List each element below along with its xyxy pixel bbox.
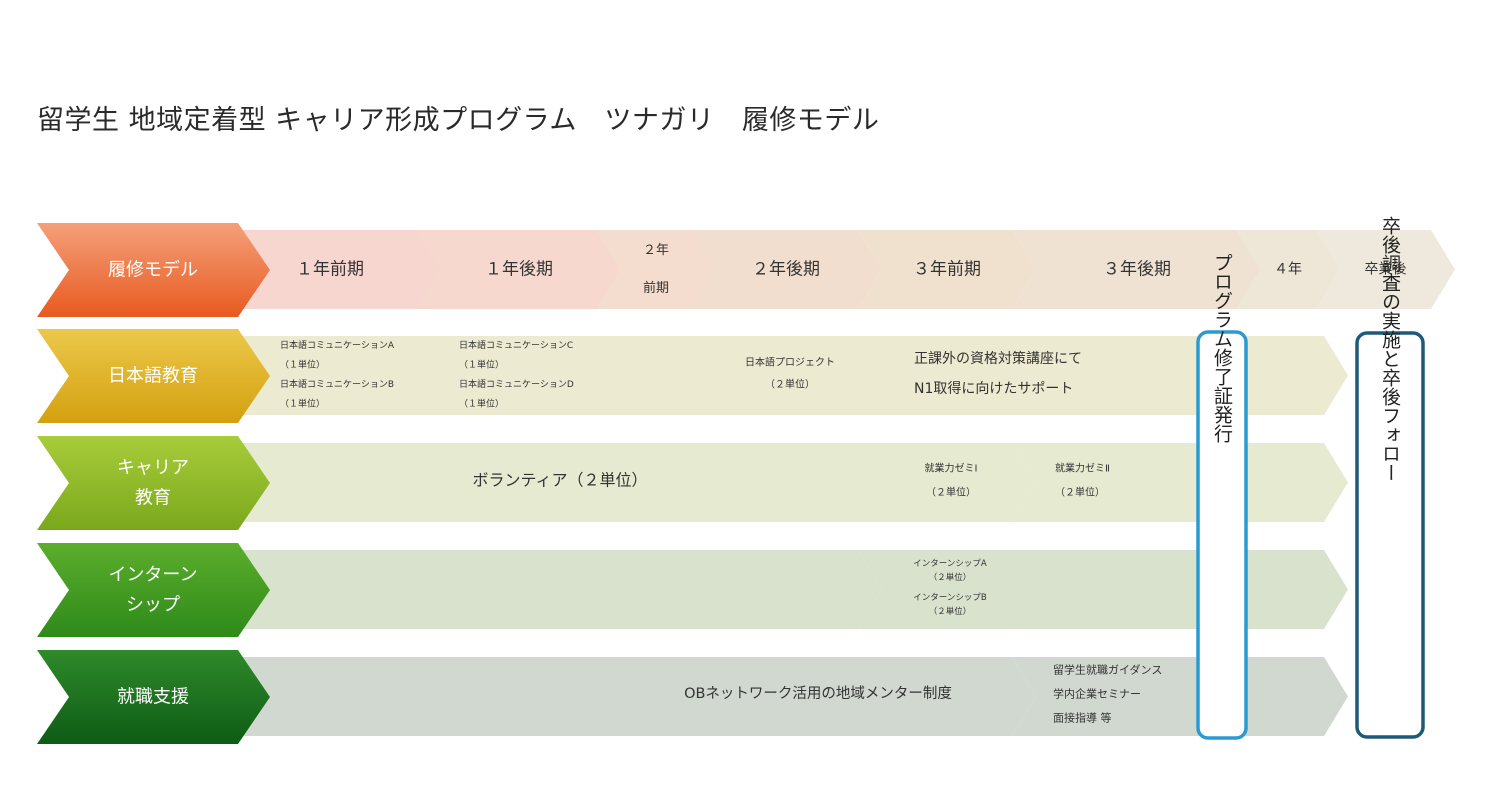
- period-label-line: １年後期: [485, 260, 553, 280]
- band-arrow: [1012, 657, 1348, 736]
- period-arrow: [1316, 230, 1455, 309]
- intern-3a-cell-line: インターンシップB: [913, 593, 987, 603]
- page-title: 留学生 地域定着型 キャリア形成プログラム ツナガリ 履修モデル: [37, 105, 880, 136]
- intern-3a-cell-line: インターンシップA: [913, 559, 987, 569]
- japanese-2b-cell-line: 日本語プロジェクト: [745, 356, 835, 369]
- band-arrow: [596, 657, 1036, 736]
- band-arrow: [858, 336, 1348, 415]
- career-3b-cell-line: （２単位）: [1055, 486, 1105, 499]
- career-volunteer-cell-line: ボランティア（２単位）: [472, 471, 647, 490]
- header-internship: [37, 543, 270, 637]
- band-arrow: [238, 443, 886, 522]
- row-bands: [238, 230, 1455, 736]
- job-3b-cell-line: 留学生就職ガイダンス: [1053, 663, 1162, 677]
- band-arrow: [238, 336, 442, 415]
- career-3a-cell-line: （２単位）: [926, 486, 976, 499]
- period-arrow: [1012, 230, 1262, 309]
- band-arrow: [1250, 550, 1348, 629]
- career-3b-cell-line: 就業力ゼミⅡ: [1055, 462, 1110, 475]
- band-arrow: [416, 657, 622, 736]
- japanese-1a-cell-line: （１単位）: [280, 358, 325, 370]
- career-3a-cell-line: 就業力ゼミⅠ: [925, 462, 978, 475]
- period-label-line: ２年後期: [752, 260, 820, 280]
- band-arrow: [596, 550, 716, 629]
- japanese-1b-cell-line: 日本語コミュニケーションC: [459, 339, 573, 351]
- period-label-line: 前期: [643, 280, 669, 296]
- period-label-line: ３年前期: [913, 260, 981, 280]
- header-japanese-education: [37, 329, 270, 423]
- japanese-3-cell-line: N1取得に向けたサポート: [914, 380, 1073, 397]
- followup-box: [1355, 331, 1425, 739]
- header-career-education-label-line: 教育: [135, 488, 171, 509]
- period-label-line: ２年: [643, 243, 669, 258]
- band-arrow: [416, 550, 622, 629]
- certificate-box: [1196, 330, 1248, 740]
- header-career-education: [37, 436, 270, 530]
- band-arrow: [1250, 443, 1348, 522]
- header-curriculum-model: [37, 223, 270, 317]
- certificate-box-text: プログラム修了証発行: [1211, 253, 1233, 443]
- period-label-line: １年前期: [296, 260, 364, 280]
- followup-box-text: 卒後調査の実施と卒後フォロー: [1379, 216, 1401, 482]
- band-arrow: [858, 550, 1036, 629]
- header-job-support-label-line: 就職支援: [117, 687, 189, 708]
- period-label-line: ３年後期: [1103, 260, 1171, 280]
- band-arrow: [596, 336, 716, 415]
- intern-3a-cell-line: （２単位）: [929, 606, 972, 617]
- band-arrow: [690, 550, 882, 629]
- job-3b-cell-line: 面接指導 等: [1053, 711, 1112, 725]
- job-3b-cell-line: 学内企業セミナー: [1053, 687, 1141, 701]
- japanese-1a-cell-line: 日本語コミュニケーションB: [280, 378, 394, 390]
- period-arrow: [1236, 230, 1340, 309]
- header-japanese-education-label-line: 日本語教育: [108, 366, 198, 387]
- header-job-support: [37, 650, 270, 744]
- header-career-education-label-line: キャリア: [117, 458, 189, 479]
- japanese-3-cell-line: 正課外の資格対策講座にて: [914, 350, 1082, 367]
- band-arrow: [858, 443, 1036, 522]
- band-arrow: [238, 550, 442, 629]
- vertical-boxes: プログラム修了証発行 卒後調査の実施と卒後フォロー: [1196, 216, 1425, 740]
- header-internship-label-line: インターン: [108, 565, 197, 586]
- japanese-1a-cell-line: （１単位）: [280, 397, 325, 409]
- period-label-line: ４年: [1274, 262, 1302, 278]
- period-arrow: [690, 230, 882, 309]
- band-arrow: [238, 657, 442, 736]
- period-arrow: [858, 230, 1036, 309]
- period-arrow: [238, 230, 442, 309]
- intern-3a-cell-line: （２単位）: [929, 572, 972, 583]
- period-arrow: [596, 230, 716, 309]
- japanese-2b-cell-line: （２単位）: [765, 378, 815, 391]
- japanese-1b-cell-line: 日本語コミュニケーションD: [459, 378, 574, 390]
- header-internship-label-line: シップ: [126, 595, 180, 616]
- japanese-1a-cell-line: 日本語コミュニケーションA: [280, 339, 395, 351]
- band-arrow: [690, 336, 882, 415]
- japanese-1b-cell-line: （１単位）: [459, 358, 504, 370]
- band-arrow: [416, 336, 622, 415]
- header-curriculum-model-label-line: 履修モデル: [108, 260, 198, 281]
- job-ob-cell-line: OBネットワーク活用の地域メンター制度: [684, 685, 952, 702]
- japanese-1b-cell-line: （１単位）: [459, 397, 504, 409]
- period-label-line: 卒業後: [1365, 262, 1407, 278]
- period-arrow: [416, 230, 622, 309]
